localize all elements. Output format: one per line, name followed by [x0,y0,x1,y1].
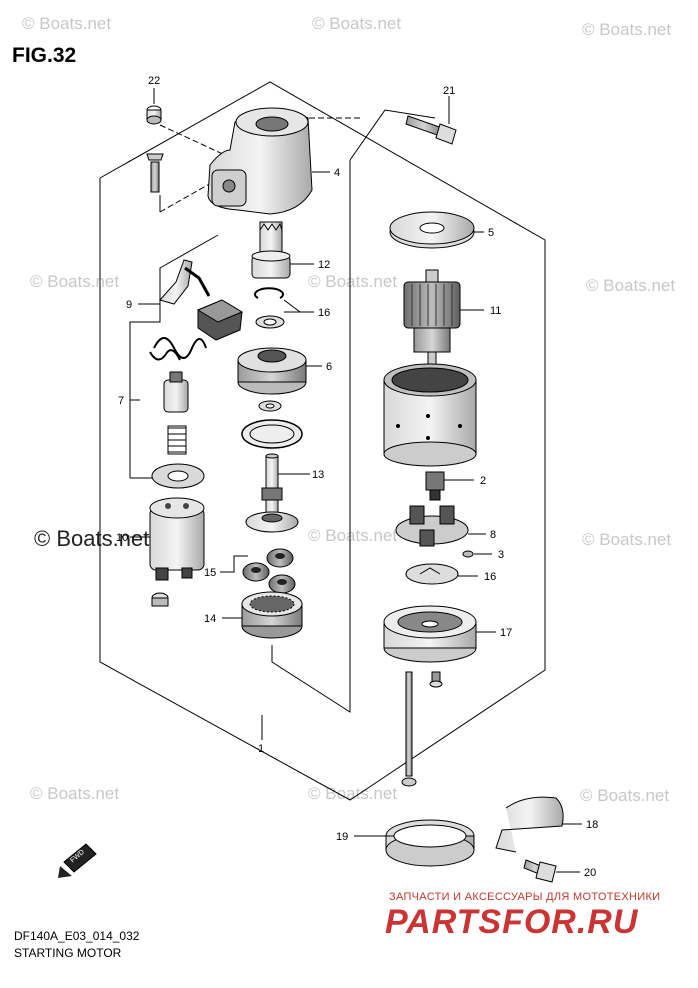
part-10-solenoid [130,497,205,581]
callout-3: 3 [498,549,504,561]
part-7-plunger [163,371,189,413]
callout-20: 20 [584,867,596,879]
callout-8: 8 [490,529,496,541]
figure-code: DF140A_E03_014_032 [14,929,140,943]
watermark: © Boats.net [308,272,398,291]
part-16-ring-washer [254,287,314,329]
part-2-brush [425,471,474,501]
part-3-nut [462,550,492,558]
part-7-gasket [151,463,205,489]
callout-16: 16 [318,307,330,319]
callout-16: 16 [484,571,496,583]
yoke-housing [383,363,477,467]
solenoid-nut [151,592,169,607]
figure-title: FIG.32 [12,44,77,67]
watermark: © Boats.net [582,530,672,549]
brand-tagline: ЗАПЧАСТИ И АКСЕССУАРЫ ДЛЯ МОТОТЕХНИКИ [389,891,661,903]
housing-bolt [146,153,164,193]
watermark-prominent: © Boats.net [34,526,150,551]
watermark: © Boats.net [308,526,398,545]
through-bolt [401,671,417,787]
callout-11: 11 [490,305,501,317]
callout-22: 22 [148,75,160,87]
callout-7: 7 [118,395,124,407]
watermark: © Boats.net [582,20,672,39]
part-18-bracket [495,796,582,853]
part-7-small-spring [167,425,187,455]
watermark: © Boats.net [30,272,120,291]
callout-18: 18 [586,819,598,831]
part-7-spring [149,337,207,361]
part-13-shaft [245,453,310,533]
figure-caption: STARTING MOTOR [14,946,122,960]
callout-2: 2 [480,475,486,487]
callout-10: 10 [116,532,128,544]
callout-1: 1 [258,743,264,755]
part-12-pinion [251,221,314,279]
callout-14: 14 [204,613,216,625]
part-22-bushing [146,88,162,125]
callout-4: 4 [334,167,340,179]
brand-logo[interactable]: PARTSFOR.RU [385,903,639,941]
callout-12: 12 [318,259,330,271]
watermark: © Boats.net [586,276,676,295]
watermark: © Boats.net [312,14,402,33]
rubber-block [196,299,244,341]
part-20-bolt [523,859,580,883]
callout-13: 13 [312,469,324,481]
part-21-bolt [405,96,457,145]
callout-5: 5 [488,227,494,239]
part-14-internal-gear [222,591,303,639]
part-4-front-housing [207,107,330,215]
callout-9: 9 [126,299,132,311]
part-19-ring [354,819,475,867]
assembly-outline [99,81,546,801]
watermark: © Boats.net [30,784,120,803]
callout-17: 17 [500,627,512,639]
part-9-lever [138,259,211,305]
cover-plate [241,419,303,449]
part-16-lower-washer [405,563,478,585]
callout-21: 21 [443,85,455,97]
callout-6: 6 [326,361,332,373]
part-15-planet-gears [220,548,296,594]
callout-15: 15 [204,567,216,579]
small-washer [258,400,282,412]
part-5-end-plate [389,211,484,249]
part-8-brush-holder [395,505,486,547]
callout-19: 19 [336,831,348,843]
part-17-rear-cover [383,605,496,663]
fwd-arrow-icon [58,843,97,878]
watermark: © Boats.net [580,786,670,805]
small-screw [429,671,443,688]
part-11-armature [403,269,484,367]
watermark: © Boats.net [22,14,112,33]
part-6-gear-carrier [237,347,322,395]
